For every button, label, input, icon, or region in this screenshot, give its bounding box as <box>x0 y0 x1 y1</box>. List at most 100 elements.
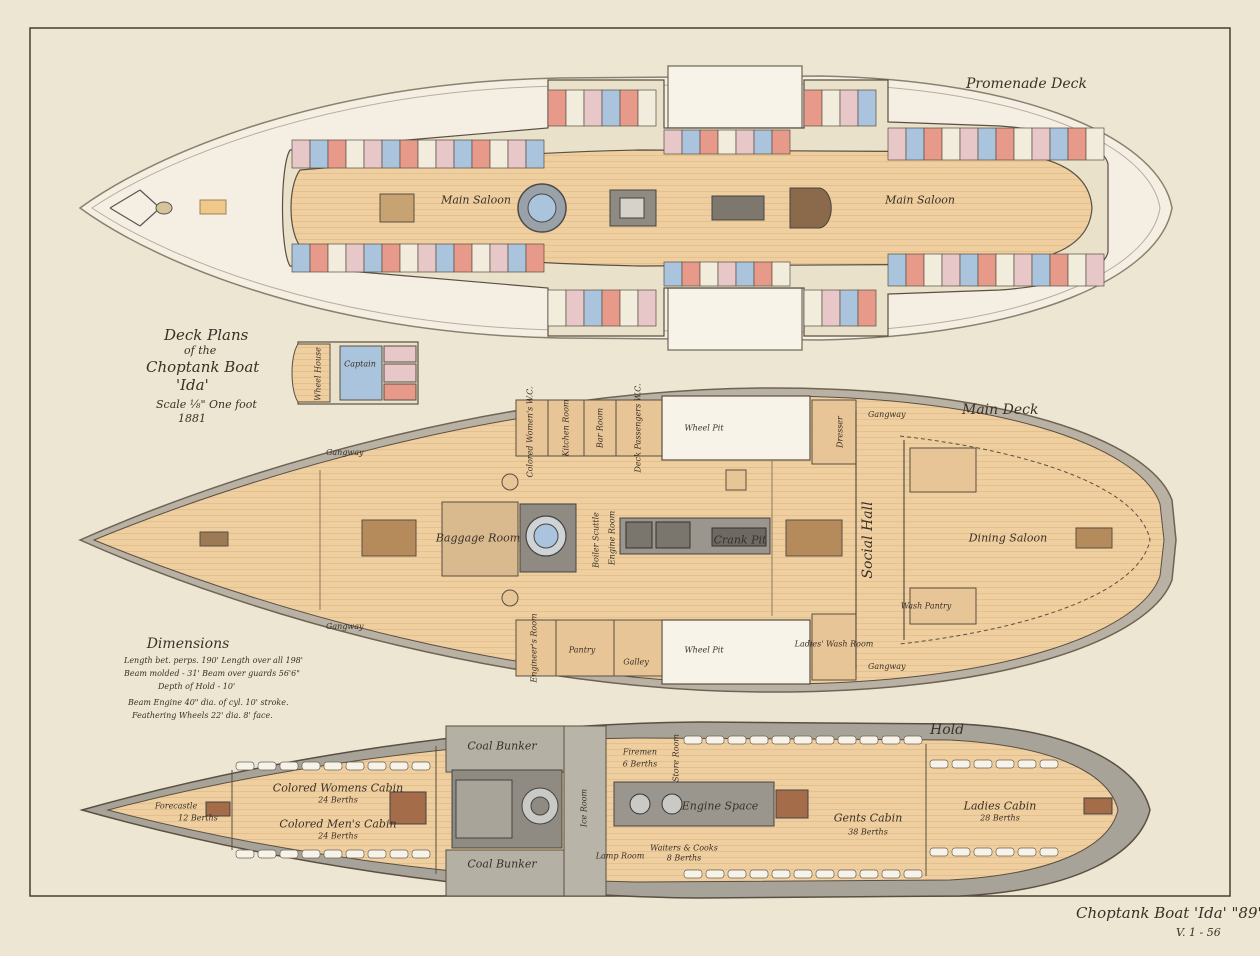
aft-stair <box>789 187 832 229</box>
stateroom <box>453 139 473 169</box>
social-hall-label: Social Hall <box>860 501 876 579</box>
stateroom <box>435 243 455 273</box>
dimensions-heading: Dimensions <box>146 636 230 652</box>
paddle-box-bottom <box>667 287 803 351</box>
wheel-house-captain: Captain <box>344 359 376 369</box>
stateroom <box>583 89 603 127</box>
firemen-berths: 6 Berths <box>622 759 658 769</box>
crank-pit-label: Crank Pit <box>713 533 767 547</box>
stateroom <box>803 89 823 127</box>
engineer-pantry-block <box>515 619 663 677</box>
deck-plans-title-line4: 'Ida' <box>176 376 209 394</box>
stateroom <box>681 129 701 155</box>
stateroom <box>663 261 683 287</box>
ladies-cabin-label: Ladies Cabin <box>963 799 1037 813</box>
main-deck-label: Main Deck <box>962 402 1039 418</box>
gangway-label-1: Gangway <box>326 448 364 457</box>
dimensions-line-4: Beam Engine 40" dia. of cyl. 10' stroke. <box>128 698 289 707</box>
stateroom <box>839 289 859 327</box>
wheel-pit-bottom <box>661 619 811 685</box>
stateroom <box>471 243 491 273</box>
berth <box>705 869 725 879</box>
berth <box>881 735 901 745</box>
stateroom <box>699 129 719 155</box>
berth <box>683 869 703 879</box>
wheel-house-label: Wheel House <box>313 347 323 401</box>
stateroom <box>1049 253 1069 287</box>
engine-space-label: Engine Space <box>681 799 759 813</box>
wheel-pit-bottom-label: Wheel Pit <box>684 645 724 655</box>
coal-bunker-bottom-area <box>445 849 565 897</box>
stateroom <box>923 127 943 161</box>
bar-room: Bar Room <box>595 407 605 449</box>
stateroom <box>1067 127 1087 161</box>
promenade-deck <box>78 65 1173 351</box>
hatch-aft <box>785 519 843 557</box>
berth <box>771 869 791 879</box>
berth <box>973 847 993 857</box>
gents-cabin-label: Gents Cabin <box>833 811 903 825</box>
kitchen-room: Kitchen Room <box>561 399 571 457</box>
stateroom <box>327 139 347 169</box>
gangway-label-2: Gangway <box>326 622 364 631</box>
berth <box>727 869 747 879</box>
stateroom <box>619 89 639 127</box>
forecastle-berths: 12 Berths <box>178 813 218 823</box>
stateroom <box>995 253 1015 287</box>
stateroom <box>923 253 943 287</box>
stateroom <box>363 243 383 273</box>
stateroom <box>821 89 841 127</box>
stateroom <box>1013 127 1033 161</box>
colored-womens-berths: 24 Berths <box>318 795 358 805</box>
berth <box>973 759 993 769</box>
gangway-label-4: Gangway <box>868 662 906 671</box>
stateroom <box>887 253 907 287</box>
berth <box>995 759 1015 769</box>
stateroom <box>309 243 329 273</box>
stateroom <box>977 253 997 287</box>
stateroom <box>1031 253 1051 287</box>
berth <box>1017 847 1037 857</box>
lamp-room-label: Lamp Room <box>595 851 645 861</box>
berth <box>749 869 769 879</box>
stateroom <box>489 139 509 169</box>
waiters-cooks-label: Waiters & Cooks <box>650 843 718 853</box>
promenade-main-saloon-aft: Main Saloon <box>885 193 955 207</box>
pantry-label: Pantry <box>568 645 596 655</box>
promenade-deck-label: Promenade Deck <box>966 76 1087 92</box>
deck-passengers-wc: Deck Passengers W.C. <box>633 383 643 473</box>
stateroom <box>547 89 567 127</box>
stateroom <box>565 89 585 127</box>
boiler-scuttle-label: Boiler Scuttle <box>591 512 601 568</box>
dimensions-line-2: Beam molded - 31' Beam over guards 56'6" <box>124 669 300 678</box>
deck-plans-title-line1: Deck Plans <box>164 326 249 344</box>
stateroom <box>601 89 621 127</box>
berth <box>815 735 835 745</box>
dresser-room <box>811 399 857 465</box>
stateroom <box>771 129 791 155</box>
stateroom <box>1085 253 1105 287</box>
berth <box>367 761 387 771</box>
hatch-fwd <box>361 519 417 557</box>
stateroom <box>525 139 545 169</box>
berth <box>235 761 255 771</box>
stateroom <box>291 139 311 169</box>
ladies-washroom <box>811 613 857 681</box>
berth <box>279 849 299 859</box>
ladies-berths: 28 Berths <box>980 813 1020 823</box>
stateroom <box>525 243 545 273</box>
stateroom <box>1031 127 1051 161</box>
stateroom <box>417 139 437 169</box>
berth <box>881 869 901 879</box>
stateroom <box>857 289 877 327</box>
berth <box>859 735 879 745</box>
stateroom <box>803 289 823 327</box>
plan-year: 1881 <box>178 412 206 425</box>
berth <box>235 849 255 859</box>
berth <box>411 849 431 859</box>
berth <box>903 869 923 879</box>
gangway-label-3: Gangway <box>868 410 906 419</box>
signature-ref: V. 1 - 56 <box>1176 926 1221 939</box>
wheel-house-plan <box>291 341 419 405</box>
